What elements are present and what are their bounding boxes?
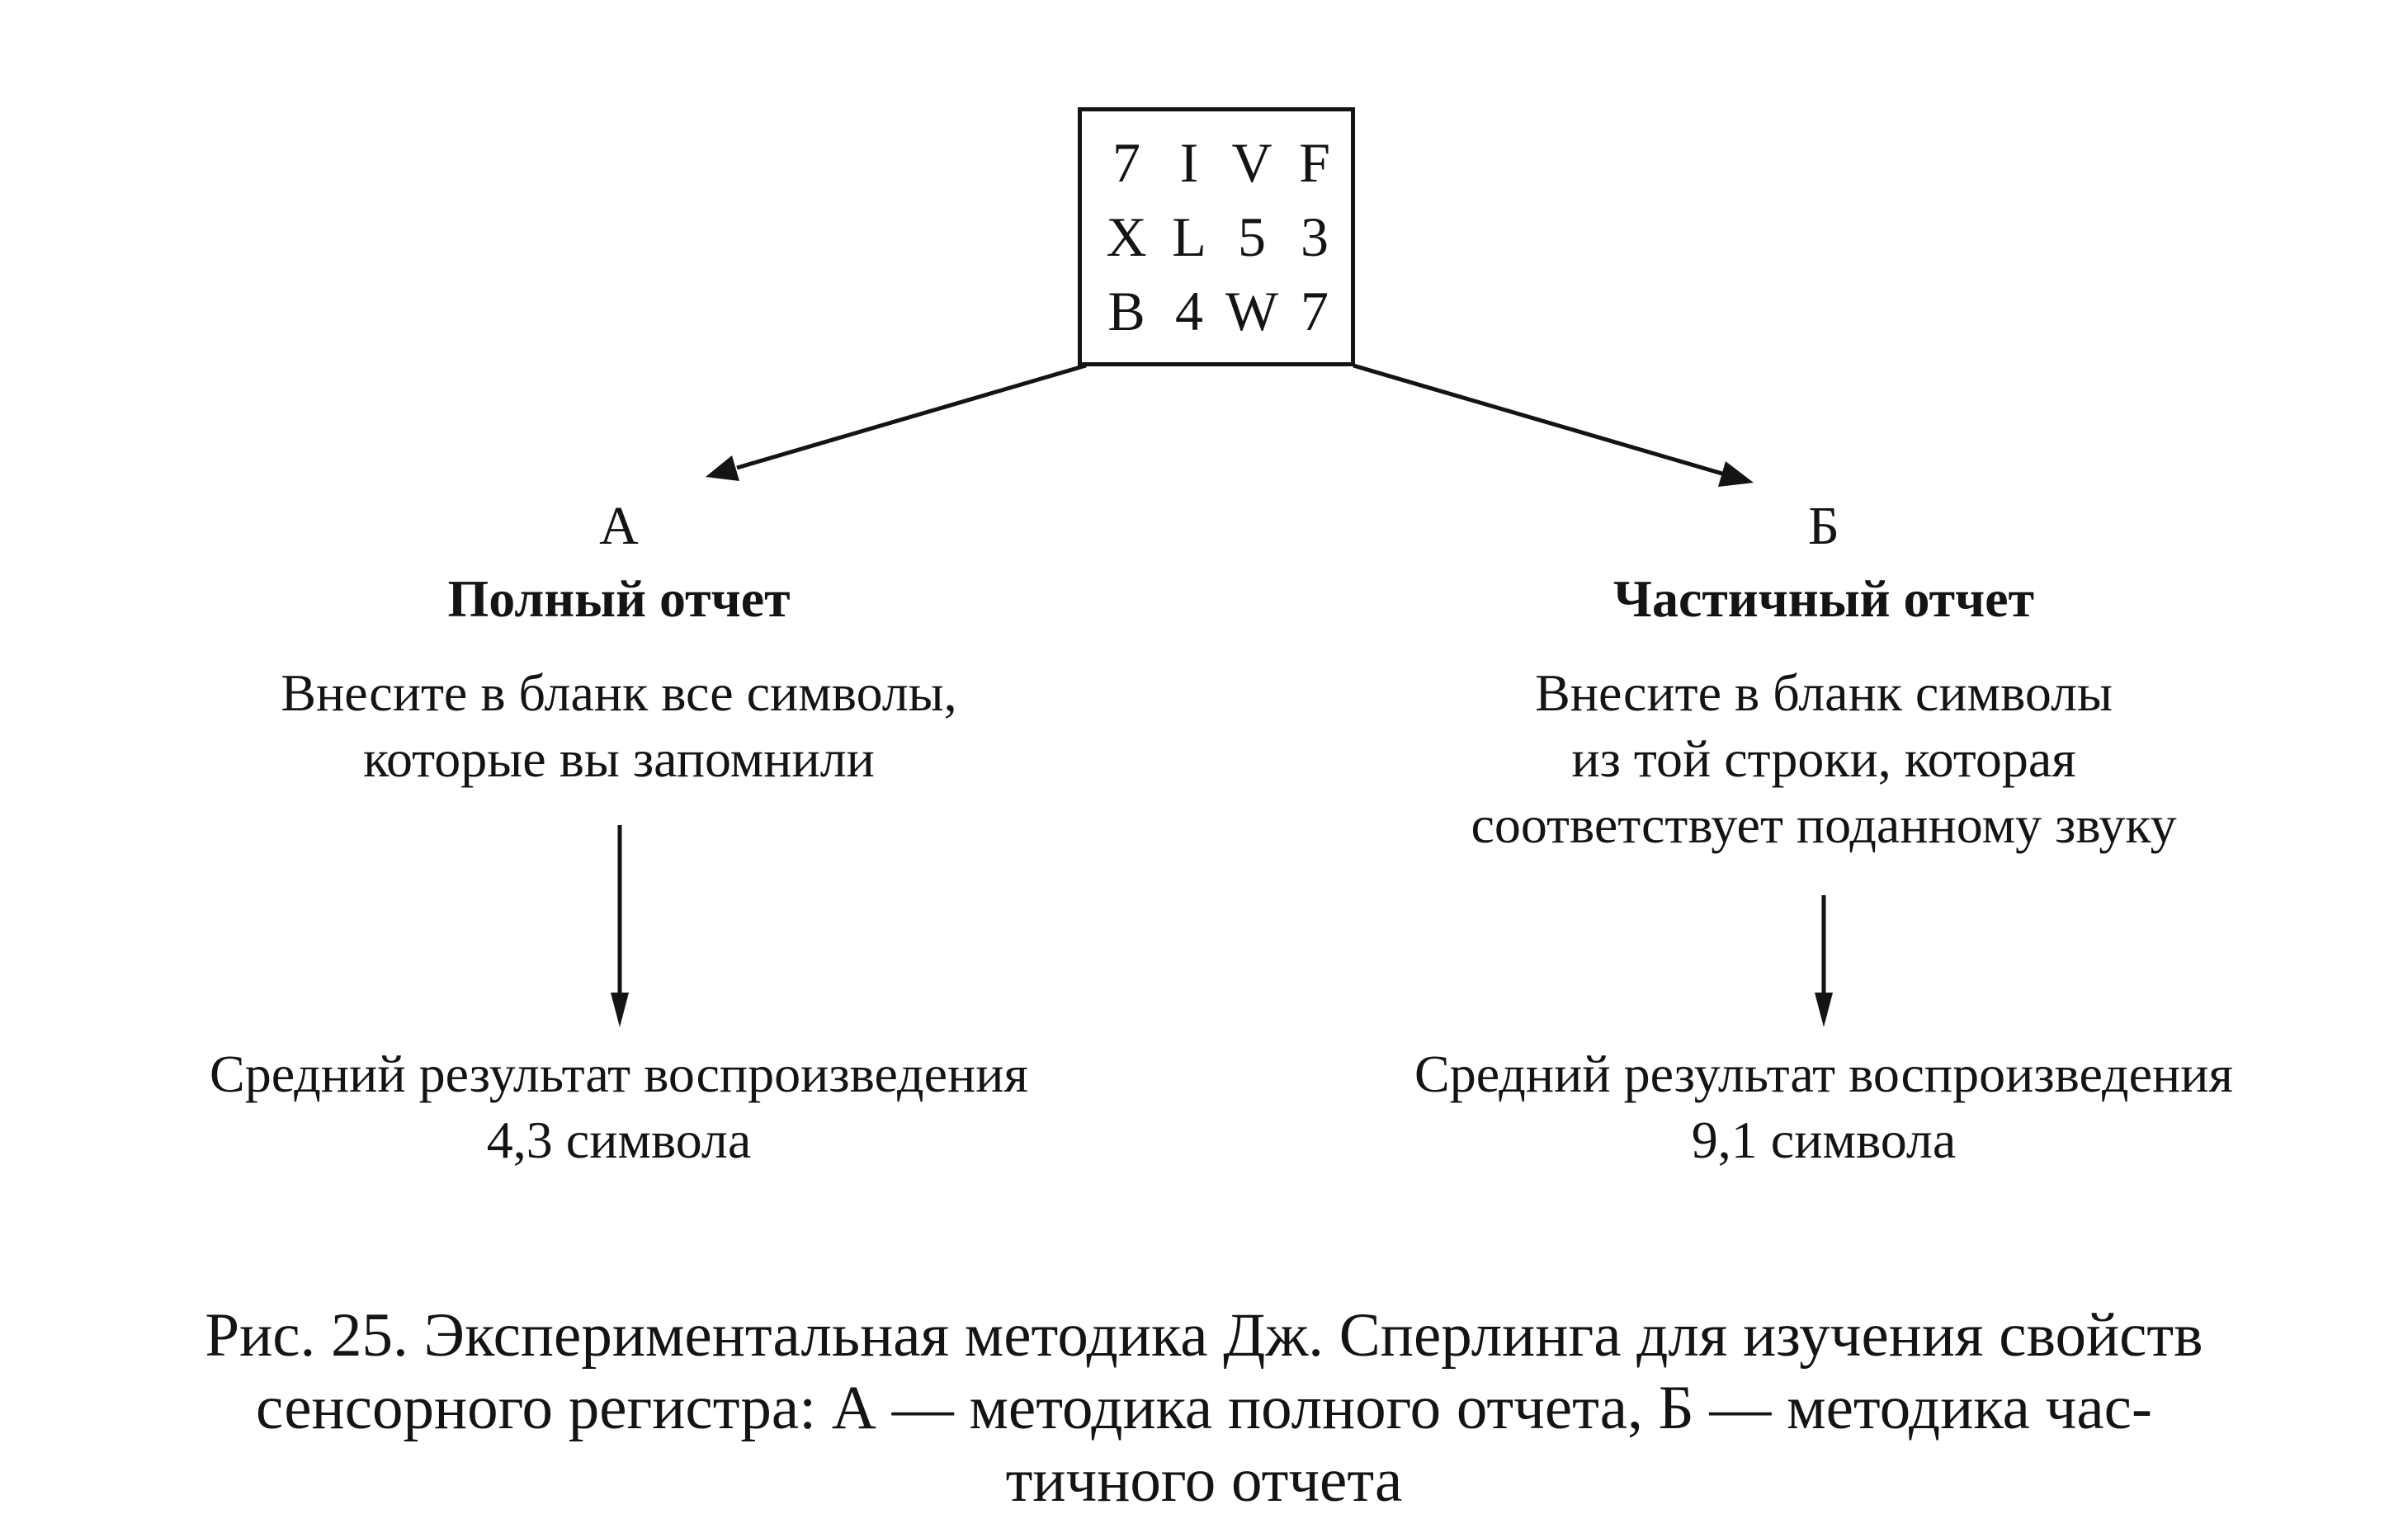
stimulus-symbol: V <box>1231 131 1272 194</box>
result-line: 9,1 символа <box>1691 1111 1957 1169</box>
stimulus-symbol: I <box>1179 131 1199 194</box>
result-line: 4,3 символа <box>486 1111 752 1169</box>
instruction-line: которые вы запомнили <box>363 729 875 788</box>
full-report-result: Средний результат воспроизведения 4,3 си… <box>83 1041 1155 1173</box>
arrow-to-partial-report <box>1353 363 1754 487</box>
instruction-line: Внесите в бланк все символы, <box>281 663 957 722</box>
caption-line: сенсорного регистра: А — методика полног… <box>256 1374 2152 1442</box>
full-report-instruction: Внесите в бланк все символы, которые вы … <box>83 660 1155 792</box>
full-report-title: Полный отчет <box>447 569 791 628</box>
instruction-line: соответствует поданному звуку <box>1471 795 2177 854</box>
stimulus-card: 7 I V F X L 5 3 B 4 W 7 <box>1078 107 1355 366</box>
result-line: Средний результат воспроизведения <box>1414 1045 2233 1103</box>
stimulus-row-2: X L 5 3 <box>1082 205 1351 268</box>
stimulus-symbol: W <box>1225 280 1279 342</box>
partial-report-result: Средний результат воспроизведения 9,1 си… <box>1287 1041 2360 1173</box>
stimulus-symbol: F <box>1299 131 1330 194</box>
stimulus-symbol: L <box>1172 205 1206 268</box>
arrow-partial-to-result <box>1815 895 1833 1027</box>
instruction-line: из той строки, которая <box>1571 729 2076 788</box>
partial-report-instruction: Внесите в бланк символы из той строки, к… <box>1287 660 2360 858</box>
result-line: Средний результат воспроизведения <box>210 1045 1028 1103</box>
stimulus-symbol: 7 <box>1112 131 1140 194</box>
branch-letter-a: А <box>599 496 639 556</box>
stimulus-symbol: 7 <box>1301 280 1329 342</box>
instruction-line: Внесите в бланк символы <box>1535 663 2113 722</box>
figure-caption: Рис. 25. Экспериментальная методика Дж. … <box>0 1300 2408 1517</box>
stimulus-symbol: X <box>1106 205 1147 268</box>
caption-line: тичного отчета <box>1005 1446 1403 1515</box>
stimulus-symbol: B <box>1107 280 1145 342</box>
arrow-to-full-report <box>706 363 1087 481</box>
partial-report-title: Частичный отчет <box>1612 569 2035 628</box>
stimulus-row-3: B 4 W 7 <box>1082 280 1351 342</box>
stimulus-symbol: 3 <box>1301 205 1329 268</box>
stimulus-symbol: 4 <box>1175 280 1203 342</box>
stimulus-symbol: 5 <box>1238 205 1266 268</box>
stimulus-row-1: 7 I V F <box>1082 131 1351 194</box>
branch-letter-b: Б <box>1808 496 1839 556</box>
caption-line: Рис. 25. Экспериментальная методика Дж. … <box>205 1301 2203 1370</box>
arrow-full-to-result <box>611 825 629 1027</box>
